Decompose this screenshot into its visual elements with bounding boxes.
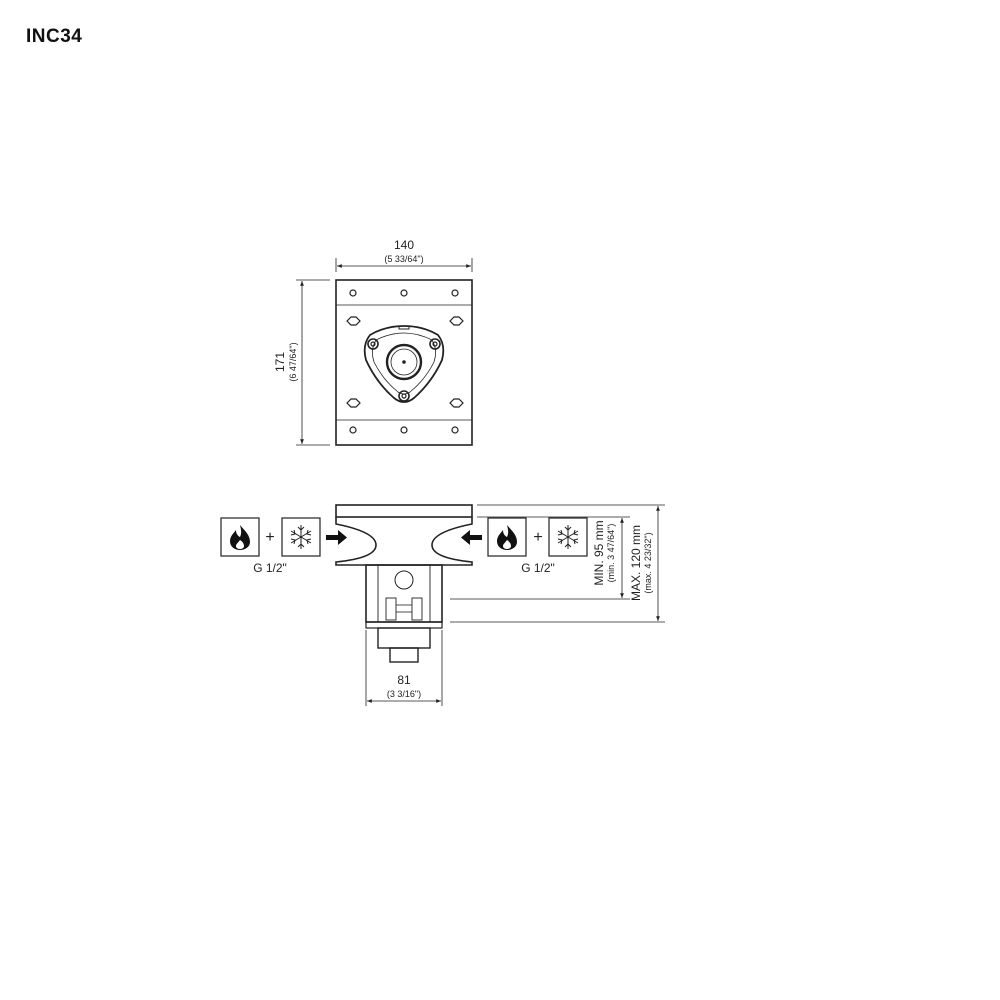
mounting-holes-bottom	[349, 426, 459, 434]
min-depth-label: MIN. 95 mm	[592, 520, 606, 585]
snowflake-icon	[557, 525, 579, 549]
stem	[377, 627, 431, 649]
body-screws	[367, 338, 441, 402]
snowflake-icon	[290, 525, 312, 549]
product-code: INC34	[26, 26, 83, 47]
right-inlet-symbols: +	[461, 517, 588, 557]
mounting-holes-top	[349, 289, 459, 297]
left-inlet-symbols: +	[220, 517, 347, 557]
flame-icon	[230, 525, 250, 550]
flame-icon	[497, 525, 517, 550]
arrow-left-icon	[461, 530, 482, 545]
max-depth-in-label: (max. 4 23/32")	[643, 532, 653, 593]
top-flange	[335, 504, 473, 518]
arrow-right-icon	[326, 530, 347, 545]
body-width-mm-label: 81	[397, 673, 411, 687]
height-dimension	[296, 279, 330, 446]
height-in-label: (6 47/64")	[288, 342, 298, 381]
width-mm-label: 140	[394, 238, 414, 252]
right-connection-label: G 1/2"	[521, 561, 555, 575]
width-in-label: (5 33/64")	[384, 254, 423, 264]
height-mm-label: 171	[273, 352, 287, 372]
lower-housing	[365, 564, 443, 623]
hex-nuts	[346, 316, 464, 408]
body-with-inlets	[335, 517, 473, 566]
plus-sign: +	[533, 529, 542, 546]
max-depth-label: MAX. 120 mm	[629, 525, 643, 601]
plus-sign: +	[265, 529, 274, 546]
wall-plate	[335, 279, 473, 446]
top-view	[296, 258, 473, 446]
valve-center	[385, 343, 423, 381]
body-width-in-label: (3 3/16")	[387, 689, 421, 699]
left-connection-label: G 1/2"	[253, 561, 287, 575]
width-dimension	[335, 258, 473, 272]
body-width-dimension	[365, 630, 443, 706]
min-depth-in-label: (min. 3 47/64")	[606, 524, 616, 583]
side-view	[335, 504, 665, 706]
depth-dimensions	[450, 504, 665, 623]
